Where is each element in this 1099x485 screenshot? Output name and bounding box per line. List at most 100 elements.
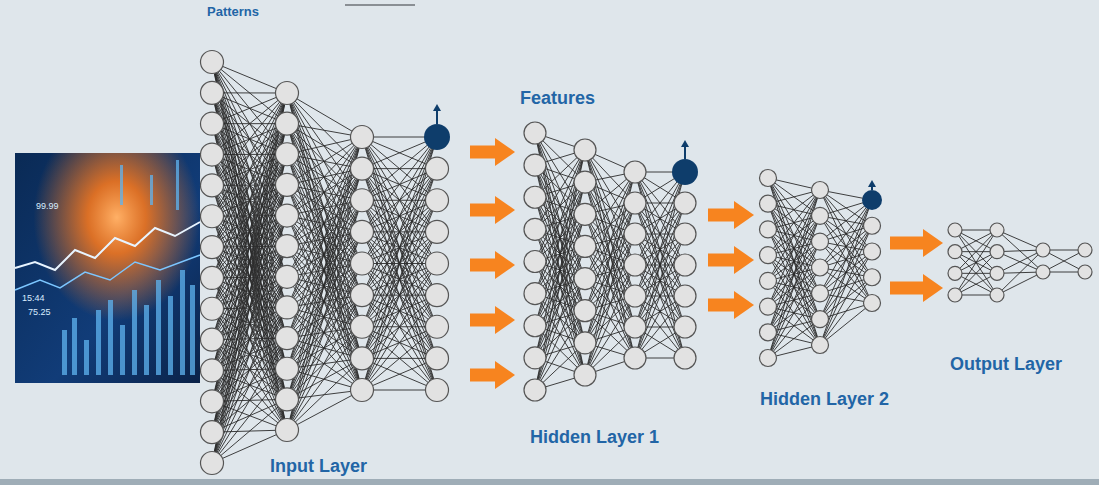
- neuron: [524, 347, 546, 369]
- neuron: [276, 143, 299, 166]
- neuron: [524, 251, 546, 273]
- block-arrow: [470, 259, 495, 272]
- photo-ground: [15, 153, 200, 383]
- neuron: [276, 357, 299, 380]
- neuron: [201, 297, 224, 320]
- synapse-line: [212, 93, 287, 432]
- neuron: [276, 112, 299, 135]
- neuron: [812, 182, 829, 199]
- synapse-line: [768, 319, 820, 358]
- synapse-line: [362, 137, 437, 232]
- up-arrow-head: [868, 180, 876, 187]
- block-arrow: [470, 204, 495, 217]
- neuron: [864, 269, 881, 286]
- layer-label: Output Layer: [950, 354, 1062, 375]
- bottom-band: [0, 479, 1099, 485]
- ticker-number: 99.99: [36, 202, 59, 212]
- synapse-line: [212, 93, 287, 124]
- neuron: [1036, 265, 1050, 279]
- neuron: [674, 254, 696, 276]
- neuron: [948, 223, 962, 237]
- highlight-neuron: [672, 159, 698, 185]
- synapse-line: [362, 358, 437, 390]
- synapse-line: [635, 172, 685, 265]
- neuron: [624, 347, 646, 369]
- ticker-number: 15:44: [22, 294, 45, 304]
- synapse-line: [820, 303, 872, 345]
- neuron: [351, 379, 374, 402]
- neuron: [351, 189, 374, 212]
- neuron: [426, 347, 449, 370]
- neuron: [201, 421, 224, 444]
- neuron: [864, 217, 881, 234]
- price-line: [15, 222, 200, 270]
- neuron: [524, 379, 546, 401]
- neuron: [574, 332, 596, 354]
- network-layer-group: FeaturesHidden Layer 1: [517, 115, 702, 405]
- neuron: [674, 316, 696, 338]
- up-arrow-head: [681, 140, 689, 147]
- network-layer-group: Hidden Layer 2: [756, 165, 884, 370]
- neural-network: [760, 170, 883, 367]
- neuron: [574, 268, 596, 290]
- neuron: [276, 204, 299, 227]
- layer-label: Input Layer: [270, 456, 367, 477]
- neuron: [948, 266, 962, 280]
- neuron: [624, 161, 646, 183]
- synapse-line: [955, 230, 997, 295]
- block-arrow: [470, 146, 495, 159]
- neuron: [201, 390, 224, 413]
- neuron: [574, 171, 596, 193]
- neuron: [574, 203, 596, 225]
- neuron: [201, 81, 224, 104]
- neuron: [990, 266, 1004, 280]
- neuron: [624, 285, 646, 307]
- neuron: [864, 295, 881, 312]
- synapse-line: [287, 264, 362, 431]
- synapse-line: [212, 62, 287, 93]
- neuron: [276, 419, 299, 442]
- neuron: [760, 324, 777, 341]
- neuron: [524, 315, 546, 337]
- synapse-line: [212, 185, 287, 463]
- neuron: [426, 284, 449, 307]
- neuron: [1078, 265, 1092, 279]
- network-layer-group: PatternsInput Layer: [196, 50, 464, 477]
- neuron: [201, 266, 224, 289]
- neuron: [201, 452, 224, 475]
- neuron: [276, 296, 299, 319]
- neuron: [351, 126, 374, 149]
- highlight-neuron: [424, 124, 450, 150]
- neuron: [574, 364, 596, 386]
- neuron: [201, 51, 224, 74]
- neuron: [624, 223, 646, 245]
- ticker-number: 75.25: [28, 308, 51, 318]
- synapse-line: [212, 124, 287, 463]
- neuron: [201, 174, 224, 197]
- neuron: [948, 288, 962, 302]
- neuron: [990, 245, 1004, 259]
- neuron: [812, 337, 829, 354]
- neuron: [1036, 243, 1050, 257]
- layer-label: Hidden Layer 2: [760, 389, 889, 410]
- block-arrow: [890, 282, 923, 295]
- synapse-line: [362, 232, 437, 390]
- neuron: [624, 254, 646, 276]
- synapse-line: [820, 277, 872, 345]
- neuron: [276, 388, 299, 411]
- neuron: [351, 220, 374, 243]
- top-rule: [345, 4, 415, 6]
- neuron: [760, 221, 777, 238]
- neuron: [948, 245, 962, 259]
- block-arrow: [708, 209, 734, 222]
- neuron: [674, 192, 696, 214]
- neuron: [276, 327, 299, 350]
- neuron: [201, 359, 224, 382]
- synapse-line: [635, 265, 685, 358]
- neuron: [760, 247, 777, 264]
- neuron: [524, 186, 546, 208]
- neuron: [812, 207, 829, 224]
